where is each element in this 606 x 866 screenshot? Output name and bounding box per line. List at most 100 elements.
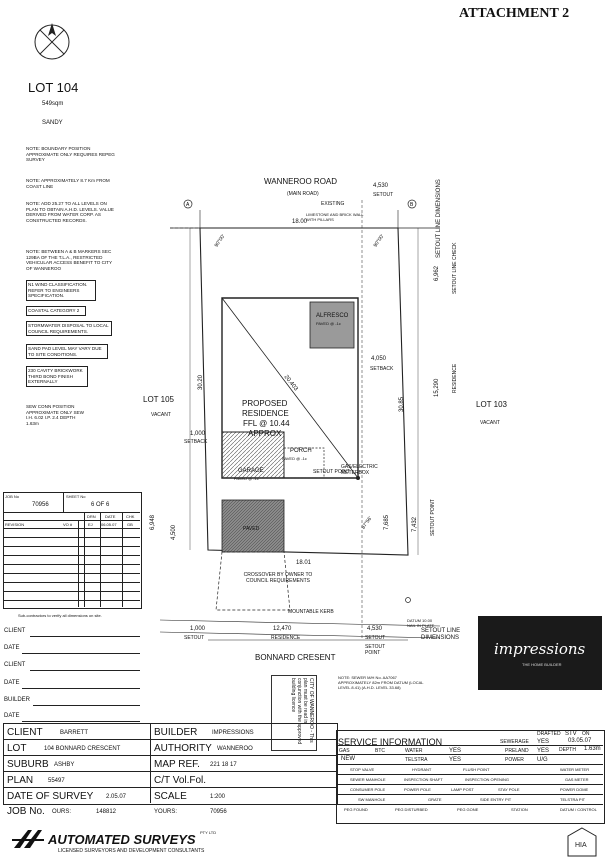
- crossover-label: CROSSOVER BY OWNER TO COUNCIL REQUIREMEN…: [243, 572, 313, 584]
- depth-label: DEPTH: [559, 747, 576, 753]
- ours-value: 148812: [96, 809, 117, 815]
- btc-label: BTC: [375, 748, 385, 754]
- suburb-value: ASHBY: [54, 762, 75, 768]
- note-access: NOTE: BETWEEN A & B MARKERS SEC 129BA OF…: [26, 249, 112, 271]
- telstra-label: TELSTRA: [405, 757, 428, 763]
- dim-15290: 15,290: [434, 378, 440, 397]
- plan-label: PLAN: [7, 775, 34, 786]
- depth-value: 1.63m: [584, 746, 601, 752]
- garage-label: GARAGE: [238, 468, 264, 474]
- water-value: YES: [449, 748, 462, 754]
- drafted-value: STV: [565, 731, 577, 737]
- legend-sewer-manhole: SEWER MANHOLE: [350, 777, 386, 782]
- gas-meter-mid: GAS/ELECTRIC METERBOX: [341, 464, 378, 476]
- yours-value: 70956: [210, 809, 227, 815]
- legend-inspection-shaft: INSPECTION SHAFT: [404, 777, 443, 782]
- legend-peg-disturbed: PEG DISTURBED: [395, 807, 428, 812]
- setback-left: SETBACK: [184, 439, 208, 445]
- sheet-block: [3, 492, 142, 609]
- note-boundary: NOTE: BOUNDARY POSITION APPROXIMATE ONLY…: [26, 146, 115, 163]
- preland-label: PRELAND: [505, 748, 529, 754]
- legend-station: STATION: [511, 807, 528, 812]
- legend-power-pole: POWER POLE: [404, 787, 431, 792]
- date-value: 06.05.07: [101, 522, 117, 527]
- residence-line4: APPROX: [248, 429, 282, 438]
- lot-area: 549sqm: [42, 101, 64, 107]
- power-value: U/G: [537, 757, 548, 763]
- legend-datum-control: DATUM / CONTROL: [560, 807, 597, 812]
- builder-label: BUILDER: [154, 727, 198, 738]
- note-levels: NOTE: ADD 25.27 TO ALL LEVELS ON PLAN TO…: [26, 201, 114, 223]
- builder-value: IMPRESSIONS: [212, 730, 254, 736]
- dim-front-width: 18.00: [292, 219, 308, 225]
- signoff-client-1: CLIENT: [4, 628, 26, 634]
- lot-105-label: LOT 105: [143, 395, 174, 404]
- chk-label: CHK: [126, 514, 135, 519]
- alfresco-label: ALFRESCO: [316, 313, 349, 319]
- note-sewer-conn: SEW CONN POSITION APPROXIMATE ONLY SEW I…: [26, 404, 84, 426]
- note-coast: NOTE: APPROXIMATELY 8.7 Km FROM COAST LI…: [26, 178, 110, 189]
- plan-value: 55497: [48, 778, 65, 784]
- authority-value: WANNEROO: [217, 746, 253, 752]
- mapref-label: MAP REF.: [154, 759, 200, 770]
- lot-103-sub: VACANT: [480, 420, 500, 426]
- legend-side-entry-pit: SIDE ENTRY PIT: [480, 797, 512, 802]
- residence-right: RESIDENCE: [452, 363, 458, 393]
- datum-label: DATUM 10.00 NAIL IN PLATE: [407, 618, 435, 628]
- existing-label: EXISTING: [321, 201, 345, 207]
- date-of-survey-value: 2.05.07: [106, 794, 127, 800]
- service-info-block: [336, 730, 605, 824]
- sheet-no-label: SHEET No: [66, 494, 86, 499]
- water-label: WATER: [405, 748, 423, 754]
- note-sandpad: SAND PAD LEVEL MAY VARY DUE TO SITE COND…: [26, 344, 108, 360]
- sewer-new-label: NEW: [341, 756, 355, 762]
- scale-value: 1:200: [210, 794, 226, 800]
- scale-label: SCALE: [154, 791, 187, 802]
- power-label: POWER: [505, 757, 524, 763]
- residence-bottom: RESIDENCE: [271, 635, 301, 641]
- impressions-logo: impressions THE HOME BUILDER: [478, 616, 602, 690]
- limestone-wall-label: LIMESTONE AND BRICK WALL WITH PILLARS: [306, 212, 364, 222]
- on-value: 03.05.07: [568, 738, 592, 744]
- lot-title: LOT 104: [28, 80, 79, 95]
- ctvol-label: C/T Vol.Fol.: [154, 775, 207, 786]
- dim-6948: 6,948: [150, 514, 156, 530]
- road-top-sub: (MAIN ROAD): [287, 191, 319, 197]
- svg-text:B: B: [410, 202, 414, 208]
- svg-text:A: A: [186, 202, 190, 208]
- dim-4530-bottom: 4,530: [367, 626, 383, 632]
- signoff-client-2: CLIENT: [4, 662, 26, 668]
- subcontract-note: Sub-contractors to verify all dimensions…: [18, 613, 102, 618]
- dim-left-depth: 30.20: [198, 374, 204, 390]
- gas-label: GAS: [339, 748, 350, 754]
- legend-sw-manhole: SW MANHOLE: [358, 797, 386, 802]
- impressions-brand: impressions: [494, 640, 586, 658]
- garage-sub: PAVED @ -1c: [234, 476, 259, 481]
- setout-line-dims-top: SETOUT LINE DIMENSIONS: [436, 179, 442, 258]
- drn-label: DRN: [87, 514, 96, 519]
- road-top-label: WANNEROO ROAD: [264, 177, 338, 186]
- ours-label: OURS:: [52, 809, 72, 815]
- setout-point-bottom: SETOUT POINT: [365, 644, 386, 656]
- north-arrow-icon: [34, 23, 70, 60]
- alfresco-sub: PAVED @ -1c: [316, 321, 341, 326]
- legend-inspection-opening: INSPECTION OPENING: [465, 777, 510, 782]
- road-bottom-label: BONNARD CRESENT: [255, 653, 336, 662]
- drafted-label: DRAFTED: [537, 731, 561, 737]
- setout-line-dims-bottom: SETOUT LINE DIMENSIONS: [421, 628, 461, 641]
- legend-water-meter: WATER METER: [560, 767, 590, 772]
- residence-line2: RESIDENCE: [242, 409, 289, 418]
- suburb-label: SUBURB: [7, 759, 49, 770]
- on-label: ON: [582, 731, 590, 737]
- company-suffix: PTY LTD: [200, 830, 217, 835]
- dim-right-depth: 30.85: [399, 396, 405, 412]
- job-no-label: JOB No: [5, 494, 20, 499]
- dim-4050: 4,050: [371, 356, 387, 362]
- setout-line-check: SETOUT LINE CHECK: [452, 242, 458, 295]
- setout-top: SETOUT: [373, 192, 394, 198]
- legend-grate: GRATE: [428, 797, 442, 802]
- sewerage-value: YES: [537, 739, 550, 745]
- lot-105-sub: VACANT: [151, 412, 171, 418]
- preland-value: YES: [537, 748, 550, 754]
